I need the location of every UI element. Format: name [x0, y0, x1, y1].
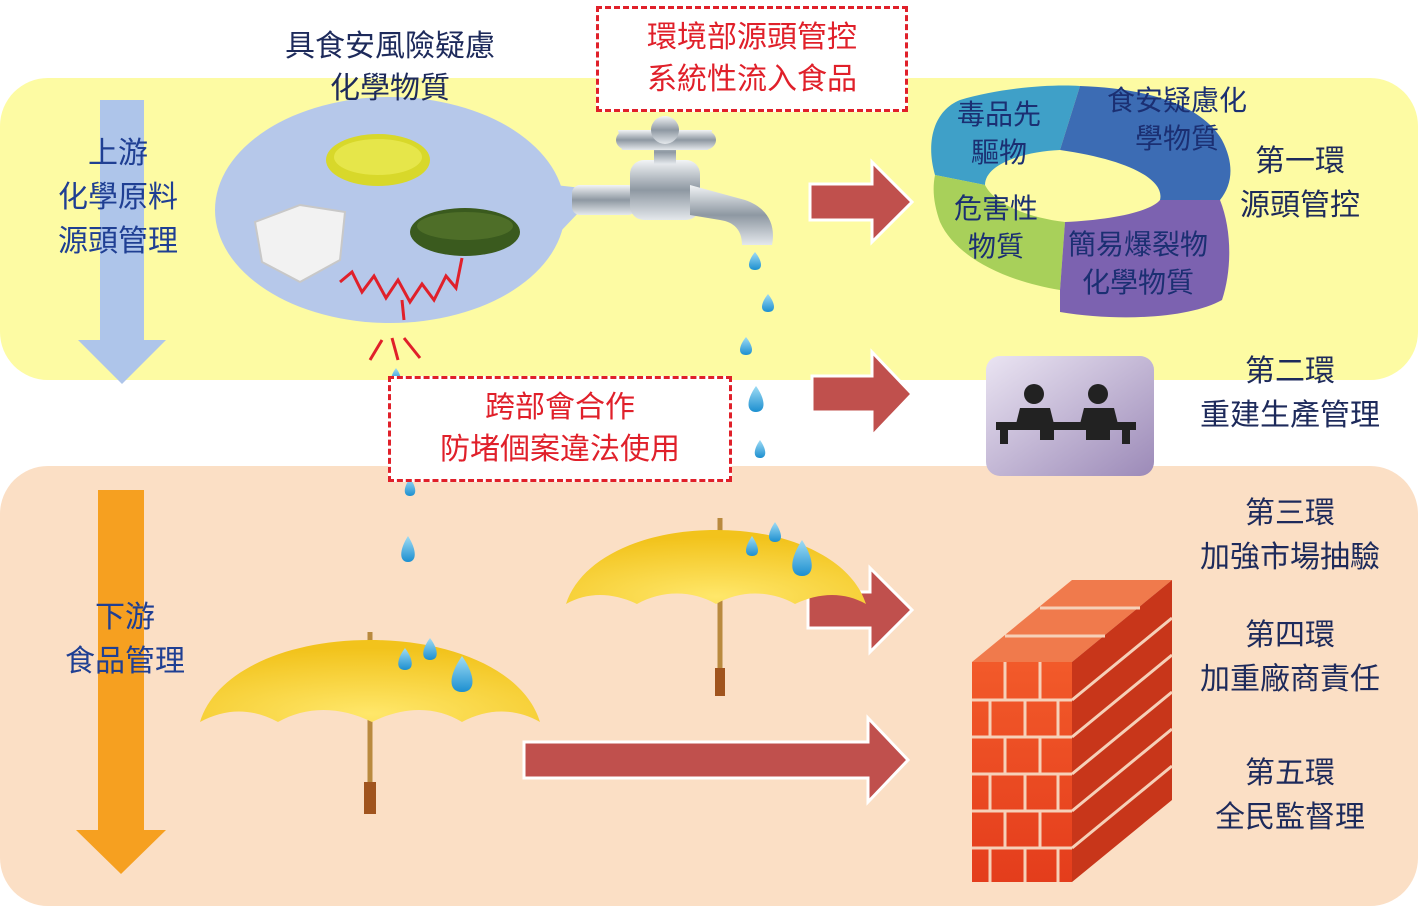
- water-drop-icon: [754, 440, 766, 458]
- downstream-label: 下游 食品管理: [40, 596, 210, 684]
- ring-segment-label-3-line1: 危害性: [953, 192, 1038, 225]
- chemical-crystal-icon: [253, 203, 347, 284]
- ring-4-label: 第四環 加重廠商責任: [1170, 614, 1410, 702]
- water-drops: [391, 252, 774, 562]
- water-drop-icon: [404, 478, 416, 496]
- ring-5-label: 第五環 全民監督理: [1170, 752, 1410, 840]
- flow-arrow-ring-2: [810, 348, 915, 440]
- ring-segment-label-4: 簡易爆裂物 化學物質: [1052, 226, 1224, 302]
- upstream-label-line1: 上游: [88, 136, 148, 171]
- downstream-label-line1: 下游: [95, 600, 155, 635]
- chemicals-title-line2: 化學物質: [330, 71, 450, 106]
- cooperation-box-line1: 跨部會合作: [485, 390, 635, 425]
- ring-segment-label-4-line2: 化學物質: [1081, 266, 1194, 299]
- flow-arrow-ring-5: [522, 714, 911, 806]
- ring-2-title: 第二環: [1245, 354, 1335, 389]
- ring-1-title: 第一環: [1255, 144, 1345, 179]
- ring-segment-hazardous: [933, 175, 1065, 290]
- water-drop-icon: [749, 252, 761, 270]
- brick-wall-icon: [972, 580, 1173, 882]
- ring-5-title: 第五環: [1245, 756, 1335, 791]
- ring-3-title: 第三環: [1245, 496, 1335, 531]
- cooperation-box-line2: 防堵個案違法使用: [440, 432, 680, 467]
- workers-icon: [986, 356, 1154, 476]
- epa-box-line1: 環境部源頭管控: [647, 20, 857, 55]
- ring-segment-label-3-line2: 物質: [967, 230, 1024, 263]
- ring-3-label: 第三環 加強市場抽驗: [1170, 492, 1410, 580]
- ring-segment-toxic-precursor: [931, 85, 1080, 185]
- ring-4-desc: 加重廠商責任: [1200, 662, 1380, 697]
- epa-box-line2: 系統性流入食品: [647, 62, 857, 97]
- ring-segment-label-1: 毒品先 驅物: [944, 96, 1054, 172]
- chemicals-title-line1: 具食安風險疑慮: [285, 29, 495, 64]
- flow-arrows: [522, 158, 915, 806]
- upstream-label-line2: 化學原料: [58, 180, 178, 215]
- ring-5-desc: 全民監督理: [1215, 800, 1365, 835]
- flow-arrow-ring-1: [808, 158, 915, 246]
- upstream-label-line3: 源頭管理: [58, 224, 178, 259]
- faucet-icon: [572, 116, 773, 245]
- ring-segment-label-3: 危害性 物質: [940, 190, 1052, 266]
- ring-segment-label-1-line1: 毒品先: [956, 98, 1041, 131]
- umbrella-icon: [566, 518, 866, 696]
- ring-chart: [931, 85, 1231, 318]
- umbrella-icon: [200, 632, 540, 814]
- ring-segment-food-safety-chemical: [1060, 86, 1231, 200]
- ring-1-label: 第一環 源頭管控: [1216, 140, 1384, 228]
- upstream-label: 上游 化學原料 源頭管理: [38, 132, 198, 264]
- ring-segment-label-4-line1: 簡易爆裂物: [1067, 228, 1208, 261]
- chemicals-bubble: [215, 97, 600, 323]
- upstream-arrow: [78, 100, 166, 384]
- ring-2-desc: 重建生產管理: [1200, 398, 1380, 433]
- water-drop-icon: [401, 536, 415, 562]
- ring-3-desc: 加強市場抽驗: [1200, 540, 1380, 575]
- ring-segment-label-2: 食安疑慮化 學物質: [1090, 82, 1264, 158]
- cooperation-box: 跨部會合作 防堵個案違法使用: [388, 376, 732, 482]
- water-drop-icon: [762, 294, 774, 312]
- downstream-arrow: [76, 490, 166, 874]
- water-drop-icon: [748, 386, 764, 412]
- ring-1-desc: 源頭管控: [1240, 188, 1360, 223]
- ring-2-label: 第二環 重建生產管理: [1170, 350, 1410, 438]
- ring-segment-label-2-line2: 學物質: [1134, 122, 1219, 155]
- ring-segment-label-2-line1: 食安疑慮化: [1106, 84, 1247, 117]
- downstream-label-line2: 食品管理: [65, 644, 185, 679]
- ring-4-title: 第四環: [1245, 618, 1335, 653]
- alert-marks: [368, 337, 422, 361]
- epa-box: 環境部源頭管控 系統性流入食品: [596, 6, 908, 112]
- ring-segment-explosive: [1060, 200, 1230, 318]
- chemicals-title: 具食安風險疑慮 化學物質: [250, 26, 530, 110]
- ring-segment-label-1-line2: 驅物: [970, 136, 1027, 169]
- flow-arrow-ring-3-4: [806, 564, 915, 656]
- water-drop-icon: [740, 337, 752, 355]
